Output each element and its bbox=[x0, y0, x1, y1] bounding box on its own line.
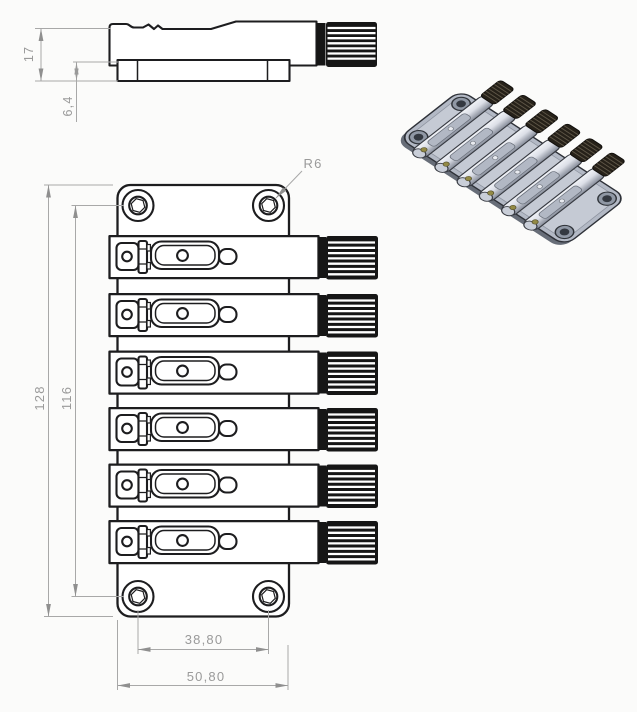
dimension-hole-span-length: 116 bbox=[59, 205, 124, 597]
dim-text-128: 128 bbox=[32, 385, 47, 410]
dimension-overall-width: 50,80 bbox=[117, 620, 289, 690]
dim-text-50-80: 50,80 bbox=[187, 669, 226, 684]
dimension-corner-radius: R6 bbox=[275, 156, 322, 199]
saddle-assembly-3 bbox=[108, 350, 380, 397]
plan-view: R6 128 116 38,80 50,80 bbox=[32, 156, 380, 690]
mount-hole-top-left bbox=[121, 188, 155, 223]
plan-base-plate bbox=[116, 183, 291, 618]
dimension-overall-height: 17 bbox=[22, 28, 118, 82]
iso-mount-hole bbox=[597, 191, 618, 206]
side-view-hole-lines bbox=[136, 60, 269, 81]
mount-hole-bottom-right bbox=[251, 579, 286, 614]
dim-text-38-80: 38,80 bbox=[185, 632, 224, 647]
isometric-view bbox=[400, 79, 627, 245]
iso-mount-hole bbox=[451, 96, 472, 111]
dimension-overall-length: 128 bbox=[32, 184, 113, 617]
side-view-body-outline bbox=[108, 20, 318, 67]
dim-text-116: 116 bbox=[59, 386, 74, 410]
dimension-plate-thickness: 6,4 bbox=[61, 61, 118, 122]
dim-text-r6: R6 bbox=[303, 156, 322, 171]
dim-text-17: 17 bbox=[22, 46, 36, 62]
saddle-assembly-6 bbox=[108, 519, 380, 566]
saddle-assembly-5 bbox=[108, 463, 380, 510]
saddle-assembly-4 bbox=[108, 406, 380, 453]
iso-mount-hole bbox=[554, 224, 575, 240]
saddle-assembly-2 bbox=[108, 292, 380, 339]
mount-hole-bottom-left bbox=[121, 579, 155, 614]
saddle-assembly-1 bbox=[108, 234, 380, 281]
dim-text-6-4: 6,4 bbox=[61, 96, 75, 117]
side-view-knob-collar bbox=[316, 23, 326, 66]
side-view-base-plate bbox=[116, 58, 291, 83]
side-view: 17 6,4 bbox=[22, 20, 377, 122]
iso-mount-hole bbox=[408, 130, 429, 145]
side-view-knurl-lines bbox=[327, 26, 376, 60]
dimension-hole-span-width: 38,80 bbox=[137, 610, 269, 654]
